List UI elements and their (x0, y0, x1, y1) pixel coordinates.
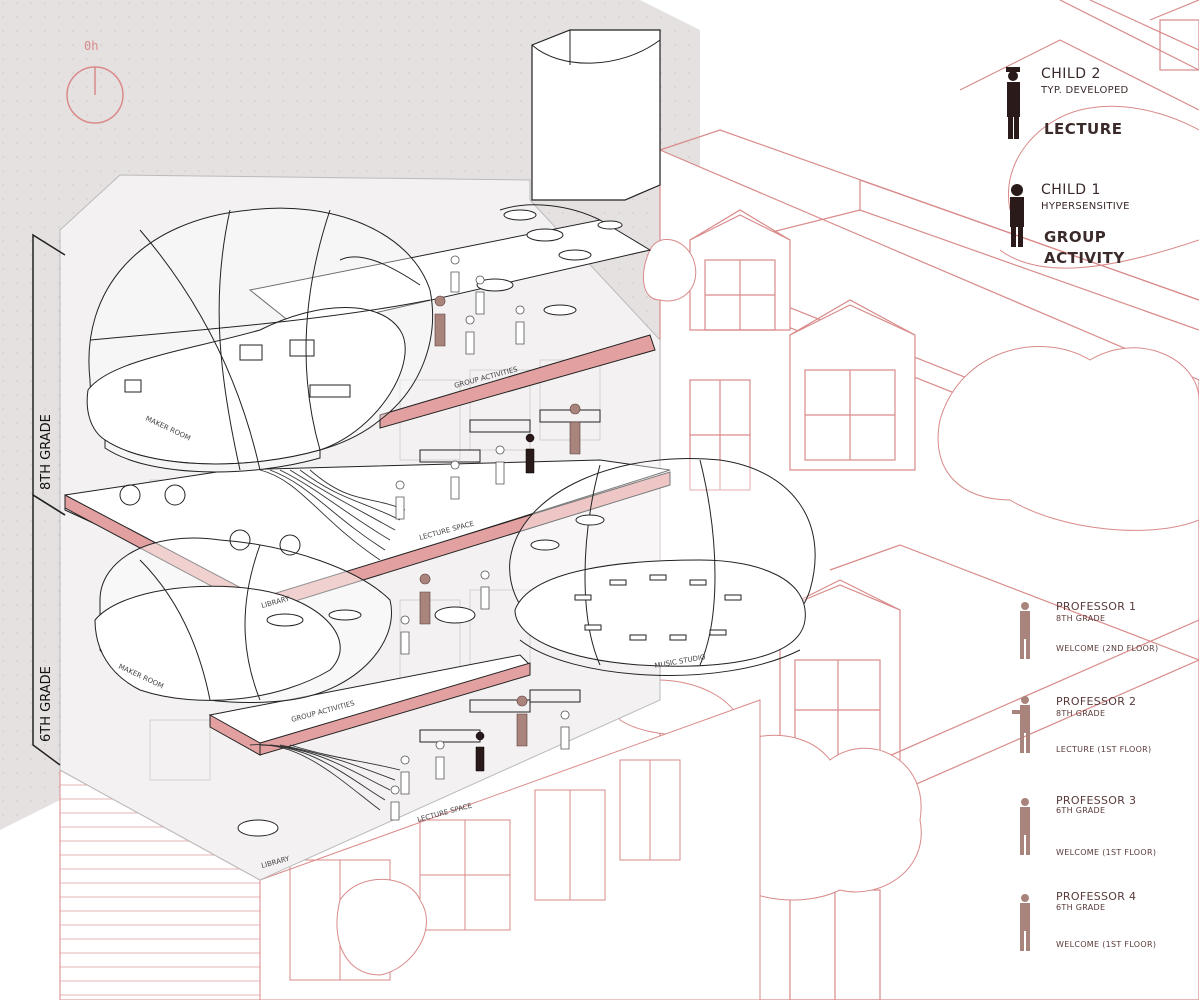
legend-swoosh-lower (999, 239, 1199, 269)
professor4-name: PROFESSOR 4 (1056, 890, 1137, 903)
professor2-icon (1012, 696, 1030, 753)
child1-desc: HYPERSENSITIVE (1041, 201, 1130, 212)
child2-name: CHILD 2 (1041, 66, 1101, 82)
clock-icon: 0h (66, 39, 124, 124)
furniture (119, 209, 742, 837)
professor-figures (419, 295, 581, 747)
child1-activity-line1: GROUP (1044, 228, 1107, 246)
professor1-name: PROFESSOR 1 (1056, 600, 1137, 613)
child2-icon (1006, 67, 1020, 139)
professor4-activity: WELCOME (1ST FLOOR) (1056, 940, 1157, 949)
professor-icons (1012, 602, 1030, 951)
professor2-activity: LECTURE (1ST FLOOR) (1056, 745, 1152, 754)
professor2-grade: 8TH GRADE (1056, 709, 1106, 718)
professor4-grade: 6TH GRADE (1056, 903, 1106, 912)
label-6th-grade: 6TH GRADE (39, 666, 54, 742)
professor3-name: PROFESSOR 3 (1056, 794, 1137, 807)
professor1-icon (1020, 602, 1030, 659)
grade-labels: 8TH GRADE 6TH GRADE (39, 414, 54, 742)
label-8th-grade: 8TH GRADE (39, 414, 54, 490)
pods (86, 204, 816, 703)
child2-activity: LECTURE (1044, 120, 1123, 138)
professor3-activity: WELCOME (1ST FLOOR) (1056, 848, 1157, 857)
child-figures (475, 433, 535, 772)
people (390, 255, 570, 821)
professor3-icon (1020, 798, 1030, 855)
professor3-grade: 6TH GRADE (1056, 806, 1106, 815)
professor4-icon (1020, 894, 1030, 951)
base-building (59, 699, 761, 1000)
professor1-grade: 8TH GRADE (1056, 614, 1106, 623)
legend-swoosh (1008, 105, 1199, 211)
child1-activity-line2: ACTIVITY (1044, 249, 1125, 267)
professor1-activity: WELCOME (2ND FLOOR) (1056, 644, 1159, 653)
stair-sweeps (249, 469, 406, 811)
professor2-name: PROFESSOR 2 (1056, 695, 1137, 708)
child1-icon (1010, 184, 1024, 247)
child2-desc: TYP. DEVELOPED (1041, 85, 1129, 96)
grade-brackets (32, 233, 66, 766)
clock-label: 0h (84, 39, 98, 53)
child1-name: CHILD 1 (1041, 182, 1101, 198)
